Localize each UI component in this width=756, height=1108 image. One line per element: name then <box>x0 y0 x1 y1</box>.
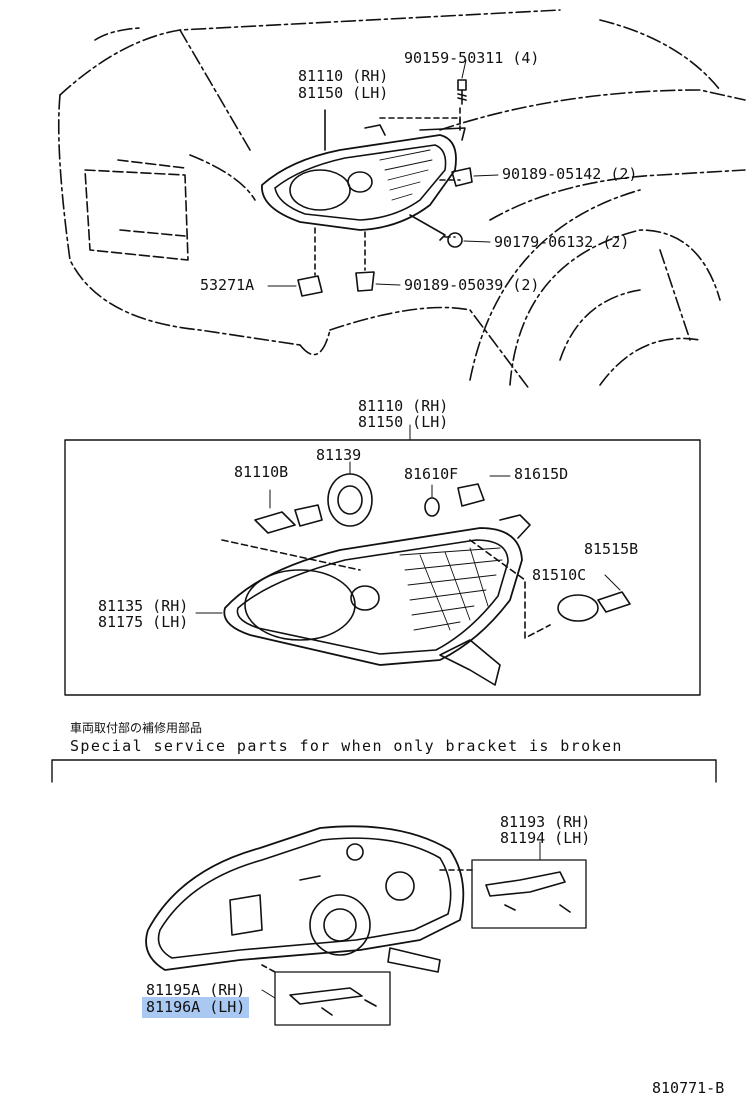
label-lens-rh: 81135 (RH) <box>98 597 189 615</box>
label-mid-assembly-rh: 81110 (RH) <box>358 397 449 415</box>
label-bracket-lower-lh: 81196A (LH) <box>142 997 250 1018</box>
headlamp-top-drawing <box>261 59 499 297</box>
headlamp-exploded-drawing <box>195 461 631 686</box>
label-bulb-small: 81610F <box>404 465 459 483</box>
label-nut: 90179-06132 (2) <box>494 233 630 251</box>
note-japanese: 車両取付部の補修用部品 <box>70 721 203 735</box>
label-bracket-lower-rh: 81195A (RH) <box>146 981 246 999</box>
label-bolt: 90159-50311 (4) <box>404 49 540 67</box>
label-lens-lh: 81175 (LH) <box>98 613 189 631</box>
bracket-section-frame <box>51 759 717 783</box>
lamp-rear-drawing <box>145 825 587 1026</box>
label-bracket-upper-rh: 81193 (RH) <box>500 813 591 831</box>
selection-highlight: 81196A (LH) <box>142 997 250 1018</box>
label-bulb-turn: 81510C <box>532 566 587 584</box>
label-clip-upper: 90189-05142 (2) <box>502 165 638 183</box>
assembly-box <box>64 424 701 696</box>
label-top-assembly-lh: 81150 (LH) <box>298 84 389 102</box>
diagram-code: 810771-B <box>652 1079 725 1097</box>
label-mid-assembly-lh: 81150 (LH) <box>358 413 449 431</box>
label-bulb-main: 81110B <box>234 463 289 481</box>
label-bracket-upper-lh: 81194 (LH) <box>500 829 591 847</box>
label-top-assembly-rh: 81110 (RH) <box>298 67 389 85</box>
label-socket-small: 81615D <box>514 465 569 483</box>
label-connector: 53271A <box>200 276 255 294</box>
label-bulb-socket: 81139 <box>316 446 362 464</box>
car-body-drawing <box>57 9 746 391</box>
note-english: Special service parts for when only brac… <box>70 737 623 755</box>
label-socket-turn: 81515B <box>584 540 639 558</box>
label-clip-lower: 90189-05039 (2) <box>404 276 540 294</box>
